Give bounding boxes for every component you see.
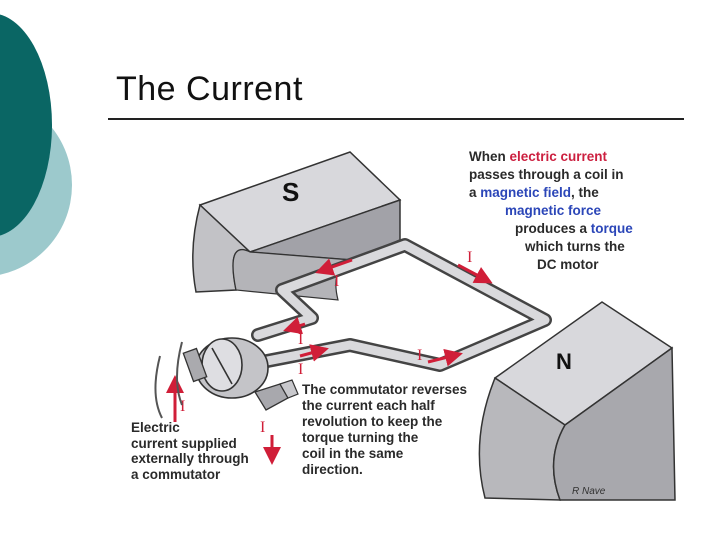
image-credit: R Nave [572, 486, 606, 497]
highlight-torque: torque [590, 221, 633, 236]
note-text: DC motor [537, 257, 599, 272]
commutator-term: commutator [142, 466, 221, 482]
highlight-magnetic-field: magnetic field [480, 185, 572, 200]
current-label: I [334, 273, 339, 290]
note-text: , the [571, 185, 599, 200]
decorative-circles [0, 14, 72, 275]
page-title: The Current [116, 70, 303, 108]
current-label: I [467, 249, 472, 266]
motor-explanation-note: When electric current passes through a c… [469, 148, 633, 274]
current-label: I [298, 361, 303, 378]
note-text: a [131, 466, 143, 482]
note-text: a [469, 185, 481, 200]
current-arrows [166, 258, 493, 465]
note-text: direction. [302, 462, 363, 477]
north-magnet [478, 301, 676, 501]
south-pole-label: S [282, 177, 299, 207]
highlight-magnetic-force: magnetic force [505, 203, 602, 218]
note-text: produces a [515, 221, 591, 236]
current-labels: I I I I I I I [180, 249, 472, 436]
supply-note: Electric current supplied externally thr… [131, 420, 249, 482]
note-text: passes through a coil in [469, 167, 624, 182]
note-text: coil in the same [302, 446, 404, 461]
current-label: I [417, 347, 422, 364]
current-label: I [298, 331, 303, 348]
highlight-electric-current: electric current [509, 149, 608, 164]
note-text: current supplied [131, 435, 237, 451]
note-text: which turns the [525, 239, 625, 254]
note-text: Electric [131, 420, 180, 435]
note-text: the current each half [302, 398, 435, 413]
note-text: The commutator reverses [302, 382, 468, 397]
north-pole-label: N [556, 349, 572, 374]
current-label: I [180, 398, 185, 415]
note-text: torque turning the [302, 430, 419, 445]
commutator [154, 337, 299, 419]
current-label: I [260, 419, 265, 436]
note-text: externally through [131, 451, 249, 466]
note-text: When [469, 149, 510, 164]
commutator-note: The commutator reverses the current each… [302, 382, 467, 478]
note-text: revolution to keep the [302, 414, 443, 429]
dark-teal-circle [0, 14, 52, 236]
title-divider [108, 118, 684, 120]
